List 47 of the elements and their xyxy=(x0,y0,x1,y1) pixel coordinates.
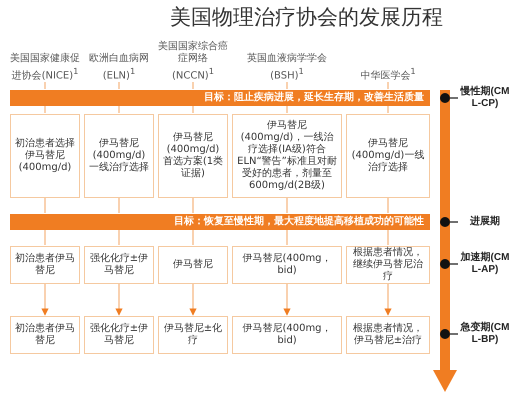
connector-line xyxy=(192,230,194,245)
connector-line xyxy=(286,230,288,245)
treatment-box: 根据患者情况，继续伊马替尼治疗 xyxy=(346,246,430,284)
organization-label: 英国血液病学学会(BSH)$^{1}$ xyxy=(232,36,342,82)
treatment-box: 强化化疗±伊马替尼 xyxy=(84,316,154,354)
treatment-box: 根据患者情况，伊马替尼±治疗 xyxy=(346,316,430,354)
connector-line xyxy=(387,198,389,213)
connector-line xyxy=(286,82,288,89)
connector-line xyxy=(192,82,194,89)
connector-line xyxy=(286,198,288,213)
organization-label: 美国国家综合癌症网络(NCCN)$^{1}$ xyxy=(158,36,228,82)
goal-banner: 目标：阻止疾病进展，延长生存期，改善生活质量 xyxy=(10,90,430,106)
treatment-box: 初治患者伊马替尼 xyxy=(10,246,80,284)
connector-line xyxy=(118,198,120,213)
connector-line xyxy=(118,82,120,89)
title: 美国物理治疗协会的发展历程 xyxy=(170,4,443,30)
treatment-box: 伊马替尼(400mg/d)一线治疗选择 xyxy=(84,114,154,198)
treatment-box: 伊马替尼(400mg/d)，一线治疗选择(IA级)符合ELN“警告”标准且对耐受好的患者，剂量至600mg/d(2B级) xyxy=(232,114,342,198)
treatment-box: 伊马替尼(400mg，bid) xyxy=(232,316,342,354)
treatment-box: 伊马替尼 xyxy=(158,246,228,284)
arrow xyxy=(283,284,291,316)
connector-line xyxy=(387,230,389,245)
phase-label: 慢性期(CML-CP) xyxy=(459,86,510,110)
arrow xyxy=(115,284,123,316)
arrow xyxy=(41,284,49,316)
treatment-box: 初治患者选择伊马替尼(400mg/d) xyxy=(10,114,80,198)
treatment-box: 伊马替尼(400mg/d)一线治疗选择 xyxy=(346,114,430,198)
connector-line xyxy=(387,82,389,89)
organization-label: 欧洲白血病网(ELN)$^{1}$ xyxy=(84,36,154,82)
treatment-box: 伊马替尼±化疗 xyxy=(158,316,228,354)
treatment-box: 伊马替尼(400mg/d)首选方案(1类证据) xyxy=(158,114,228,198)
arrow xyxy=(384,284,392,316)
treatment-box: 初治患者伊马替尼 xyxy=(10,316,80,354)
phase-label: 急变期(CML-BP) xyxy=(459,322,510,346)
connector-line xyxy=(44,82,46,89)
goal-banner: 目标：恢复至慢性期，最大程度地提高移植成功的可能性 xyxy=(10,214,430,230)
treatment-box: 强化化疗±伊马替尼 xyxy=(84,246,154,284)
connector-line xyxy=(118,230,120,245)
connector-line xyxy=(192,198,194,213)
organization-label: 中华医学会$^{1}$ xyxy=(346,36,430,82)
treatment-box: 伊马替尼(400mg，bid) xyxy=(232,246,342,284)
connector-line xyxy=(44,230,46,245)
phase-label: 进展期 xyxy=(468,216,501,228)
organization-label: 美国国家健康促进协会(NICE)$^{1}$ xyxy=(10,36,80,82)
connector-line xyxy=(44,198,46,213)
arrow xyxy=(189,284,197,316)
phase-label: 加速期(CML-AP) xyxy=(460,252,510,276)
